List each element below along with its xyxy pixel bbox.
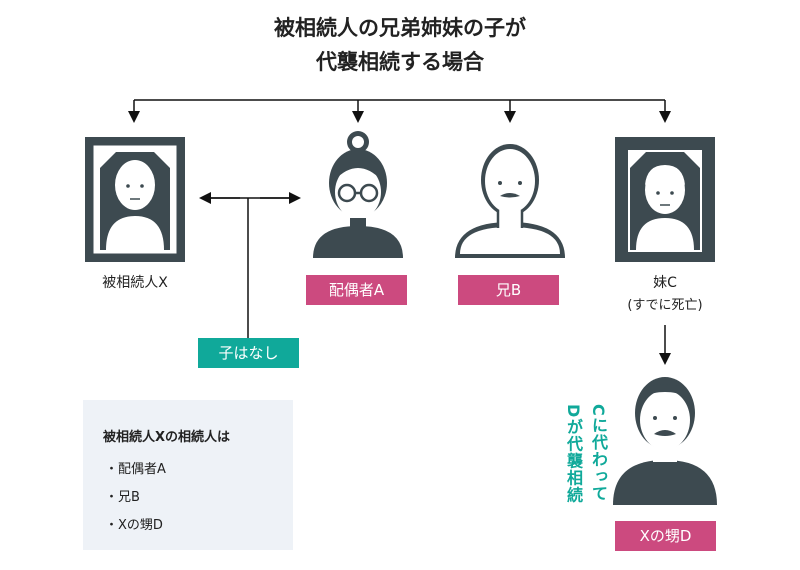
sister-note: (すでに死亡): [627, 298, 703, 313]
no-child-tag: 子はなし: [198, 338, 299, 368]
brother-tag-text: 兄B: [495, 281, 522, 299]
spouse-figure-icon: [313, 131, 403, 258]
nephew-figure-icon: [613, 377, 717, 505]
no-child-tag-text: 子はなし: [218, 344, 279, 362]
diagram-title-line1: 被相続人の兄弟姉妹の子が: [274, 16, 526, 40]
brother-figure-icon: [455, 144, 565, 258]
brother-tag: 兄B: [458, 275, 559, 305]
heirs-summary-box: 被相続人Xの相続人は ・配偶者A ・兄B ・Xの甥D: [83, 400, 293, 550]
summary-item-nephew: ・Xの甥D: [105, 518, 163, 533]
summary-title: 被相続人Xの相続人は: [103, 430, 231, 445]
sister-label: 妹C: [653, 275, 677, 291]
deceased-label: 被相続人X: [102, 275, 168, 291]
spouse-tag: 配偶者A: [306, 275, 407, 305]
spouse-tag-text: 配偶者A: [328, 281, 385, 299]
deceased-portrait-icon: [85, 137, 185, 262]
annotation-line1: Cに代わって: [589, 404, 608, 502]
diagram-title-line2: 代襲相続する場合: [316, 50, 484, 74]
nephew-tag-text: Xの甥D: [639, 527, 692, 545]
marriage-connector: [199, 192, 301, 340]
summary-item-spouse: ・配偶者A: [105, 462, 166, 477]
annotation-line2: Dが代襲相続: [564, 404, 583, 504]
sister-portrait-icon: [615, 137, 715, 262]
summary-item-brother: ・兄B: [105, 490, 140, 505]
top-bracket-connector: [128, 99, 671, 123]
nephew-tag: Xの甥D: [615, 521, 716, 551]
